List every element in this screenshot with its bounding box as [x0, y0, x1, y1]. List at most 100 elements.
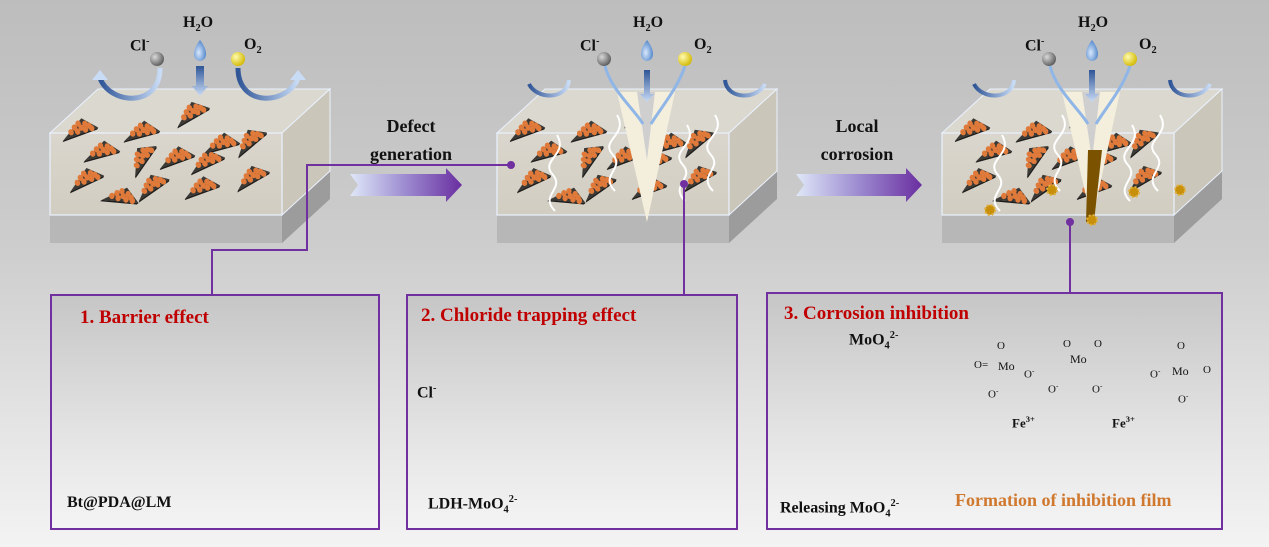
- lm-particle: [1140, 135, 1146, 142]
- platelet-edge: [954, 127, 991, 143]
- bt-platelet: [954, 118, 991, 143]
- lm-particle: [209, 142, 216, 149]
- lm-particle: [1021, 197, 1028, 205]
- bt-platelet: [100, 187, 139, 205]
- steel-substrate-front: [942, 215, 1174, 243]
- lm-particle: [114, 189, 120, 197]
- lm-particle: [686, 143, 693, 150]
- bt-platelet: [516, 168, 552, 194]
- bt-platelet: [69, 168, 105, 194]
- process-arrow: [796, 168, 922, 202]
- panel-title: 3. Corrosion inhibition: [784, 303, 969, 324]
- platelet-edge: [100, 199, 139, 205]
- platelet-edge: [547, 199, 586, 205]
- bt-platelet: [123, 120, 161, 143]
- water-species-label: H2O: [183, 14, 214, 35]
- bt-platelet: [509, 118, 546, 143]
- lm-particle: [136, 130, 143, 137]
- platelet-edge: [184, 185, 221, 201]
- lm-particle: [980, 124, 987, 132]
- lm-particle: [216, 142, 223, 149]
- molybdenum-atom: Mo: [1172, 364, 1189, 378]
- diffusion-path: [548, 134, 561, 212]
- lm-particle: [96, 150, 103, 157]
- material-label-bt-pda-lm: Bt@PDA@LM: [67, 494, 172, 511]
- oxygen-molecule-sphere: [678, 52, 692, 66]
- corrosion-spot: [1046, 184, 1058, 196]
- lm-particle: [88, 124, 95, 132]
- platelet-edge: [69, 175, 105, 194]
- lm-particle: [247, 176, 254, 183]
- platelet-edge: [1015, 131, 1053, 143]
- coating-block: [940, 87, 1224, 243]
- oxygen-atom: O-: [1092, 382, 1103, 396]
- lm-particle: [141, 187, 148, 194]
- platelet-edge: [685, 132, 714, 159]
- diffusion-path: [1053, 114, 1066, 192]
- lm-particle: [187, 112, 194, 119]
- lm-particle: [205, 156, 212, 163]
- caption-sub: 4: [503, 504, 509, 516]
- chloride-label-text: Cl: [417, 384, 433, 402]
- lm-particle: [529, 126, 536, 133]
- stage-defect: [495, 40, 779, 243]
- caption-sup: 2-: [890, 498, 900, 509]
- lm-particle: [200, 106, 207, 113]
- platelet-edge: [1130, 132, 1159, 159]
- lm-particle: [566, 187, 572, 195]
- connector-dot: [1066, 218, 1074, 226]
- lm-particle: [254, 173, 261, 180]
- caption-sup: 2-: [508, 494, 518, 505]
- lm-particle: [692, 140, 699, 147]
- transition-defect-generation: Defect generation: [356, 112, 466, 168]
- platelet-edge: [509, 127, 546, 143]
- lm-particle: [981, 150, 988, 157]
- lm-particle: [1149, 132, 1156, 139]
- lm-particle: [181, 114, 187, 121]
- bt-platelet: [1025, 145, 1049, 179]
- bt-platelet: [580, 145, 604, 179]
- lm-particle: [115, 194, 121, 202]
- steel-substrate-side: [1174, 171, 1222, 243]
- lm-particle: [1137, 140, 1144, 147]
- oxygen-atom: O: [1177, 340, 1185, 352]
- water-penetration-arrow: [640, 70, 654, 102]
- diffusion-path: [1151, 114, 1164, 192]
- lm-particle: [531, 174, 538, 181]
- oxygen-atom: O-: [1150, 367, 1161, 381]
- bt-platelet: [184, 176, 221, 201]
- platelet-edge: [1027, 145, 1049, 179]
- lm-particle: [110, 148, 117, 155]
- steel-substrate-front: [497, 215, 729, 243]
- diffusion-path: [1123, 124, 1136, 202]
- lm-particle: [1139, 176, 1146, 183]
- platelet-edge: [123, 131, 161, 143]
- lm-particle: [535, 124, 542, 132]
- lm-particle: [556, 192, 562, 200]
- lm-particle: [230, 140, 237, 147]
- platelet-edge: [190, 157, 226, 176]
- lm-particle: [1042, 128, 1049, 135]
- molybdenum-atom: Mo: [998, 359, 1015, 373]
- oxygen-species-label: O2: [1139, 36, 1157, 57]
- process-arrow: [350, 168, 462, 202]
- lm-particle: [1030, 158, 1037, 165]
- lm-particle: [988, 150, 995, 157]
- lm-particle: [701, 173, 708, 180]
- lm-particle: [224, 141, 230, 148]
- lm-particle: [154, 181, 161, 188]
- platelet-edge: [138, 179, 170, 203]
- platelet-edge: [516, 175, 552, 194]
- diffusion-path: [993, 134, 1006, 212]
- lm-particle: [204, 184, 211, 191]
- platelet-edge: [159, 155, 196, 171]
- crack-void: [637, 92, 655, 160]
- lm-particle: [209, 157, 216, 165]
- caption-sub: 4: [885, 508, 891, 520]
- oxygen-species-label: O2: [244, 36, 262, 57]
- lm-particle: [528, 178, 534, 185]
- lm-particle: [253, 167, 259, 174]
- bt-platelet: [133, 145, 157, 179]
- lm-particle: [591, 129, 597, 136]
- lm-particle: [1107, 155, 1114, 163]
